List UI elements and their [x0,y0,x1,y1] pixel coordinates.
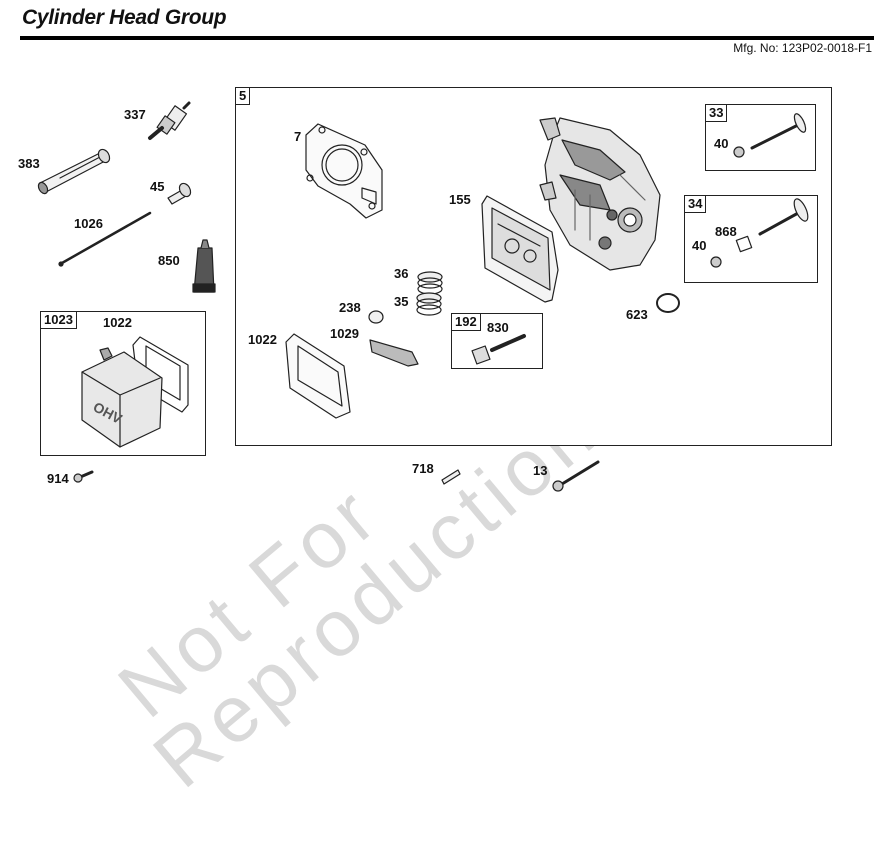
screw-914 [73,470,94,483]
part-label-36: 36 [394,266,409,281]
rod-1026 [60,211,152,265]
rocker-cover-155 [481,195,559,303]
intake-valve-34 [710,198,809,268]
part-label-914: 914 [47,471,69,486]
bolt-13 [552,460,600,492]
part-label-1022-main: 1022 [248,332,277,347]
group-tag-5: 5 [236,88,251,105]
part-label-7: 7 [294,129,302,144]
part-label-718: 718 [412,461,434,476]
part-label-1026: 1026 [74,216,103,231]
sealant-tube-850 [192,239,216,293]
part-label-45: 45 [150,179,165,194]
part-label-850: 850 [158,253,180,268]
dowel-718 [441,469,461,485]
part-label-337: 337 [124,107,146,122]
breather-830 [471,334,526,365]
pin-45 [167,182,192,205]
rod-tip-icon [58,261,64,267]
cap-238 [368,310,384,324]
spark-plug-337 [148,101,191,140]
valve-cover-1023: OHV [81,336,189,448]
rocker-arm-1029 [369,339,419,367]
tool-383 [37,148,111,195]
valve-spring-36 [417,271,443,295]
gasket-1022-main [285,333,351,419]
exhaust-valve-33 [733,113,807,158]
page-title: Cylinder Head Group [22,6,227,29]
part-label-35: 35 [394,294,409,309]
group-box-192: 192 [451,313,543,369]
title-rule [20,36,874,40]
group-tag-34: 34 [685,196,707,213]
part-label-1022-cover: 1022 [103,315,132,330]
part-label-40-group34: 40 [692,238,707,253]
part-label-830: 830 [487,320,509,335]
group-tag-192: 192 [452,314,481,331]
head-gasket-7 [305,123,383,219]
mfg-number: Mfg. No: 123P02-0018-F1 [733,41,872,55]
group-tag-1023: 1023 [41,312,77,329]
part-label-1029: 1029 [330,326,359,341]
part-label-868: 868 [715,224,737,239]
part-label-623: 623 [626,307,648,322]
part-label-383: 383 [18,156,40,171]
cylinder-head-main [539,117,661,271]
group-tag-33: 33 [706,105,728,122]
valve-spring-35 [416,292,442,316]
part-label-238: 238 [339,300,361,315]
o-ring-623 [656,293,680,313]
part-label-155: 155 [449,192,471,207]
part-label-13: 13 [533,463,548,478]
part-label-40-group33: 40 [714,136,729,151]
